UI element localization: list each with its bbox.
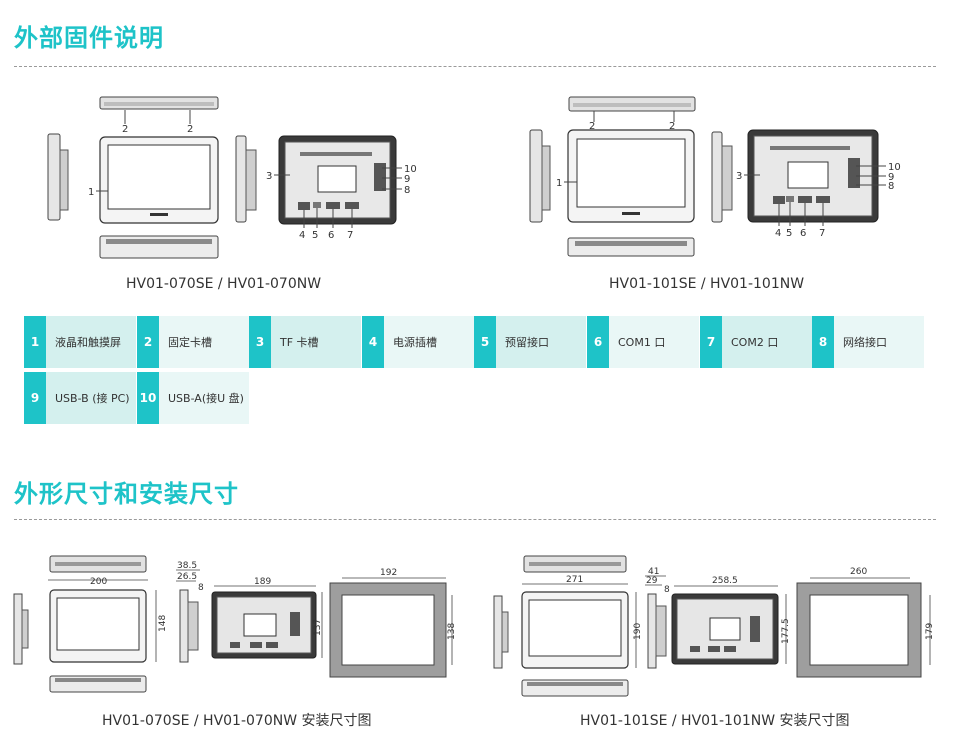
dim-101-rear-height: 177.5 [781, 618, 791, 644]
callout-9-b: 9 [888, 172, 894, 183]
dim-070-cutout-width: 192 [380, 568, 397, 578]
section-divider [14, 519, 936, 520]
dim-101-depth-body: 29 [646, 576, 658, 586]
callout-1-b: 1 [556, 178, 562, 189]
dim-070-width: 200 [90, 577, 107, 587]
dim-070-depth-body: 26.5 [177, 572, 197, 582]
legend-item-number: 3 [249, 316, 271, 368]
legend-item-number: 6 [587, 316, 609, 368]
callout-5-b: 5 [786, 228, 792, 239]
callout-8-b: 8 [888, 181, 894, 192]
legend-item-number: 10 [137, 372, 159, 424]
callout-6-b: 6 [800, 228, 806, 239]
callout-6: 6 [328, 230, 334, 241]
callout-7: 7 [347, 230, 353, 241]
dim-070-depth-total: 38.5 [177, 561, 197, 571]
dim-070-height: 148 [158, 615, 168, 632]
legend-item-number: 1 [24, 316, 46, 368]
callout-5: 5 [312, 230, 318, 241]
callout-2-b: 2 [187, 124, 193, 135]
callout-9: 9 [404, 174, 410, 185]
dim-070-rear-height: 137 [313, 619, 323, 636]
legend-item-label: TF 卡槽 [271, 316, 361, 368]
install-caption-101: HV01-101SE / HV01-101NW 安装尺寸图 [580, 713, 850, 729]
legend-item-number: 9 [24, 372, 46, 424]
dim-101-bezel: 8 [664, 585, 670, 595]
legend-item-label: 预留接口 [496, 316, 586, 368]
dim-101-cutout-height: 179 [925, 623, 935, 640]
legend-item-label: 网络接口 [834, 316, 924, 368]
legend-item-number: 5 [474, 316, 496, 368]
legend-item-label: COM2 口 [722, 316, 812, 368]
callout-3-b: 3 [736, 171, 742, 182]
dim-101-depth-total: 41 [648, 567, 659, 577]
callout-1: 1 [88, 187, 94, 198]
legend-item-label: COM1 口 [609, 316, 699, 368]
dim-070-rear-width: 189 [254, 577, 271, 587]
dim-101-width: 271 [566, 575, 583, 585]
callout-2-d: 2 [669, 121, 675, 132]
model-caption-070: HV01-070SE / HV01-070NW [126, 276, 322, 292]
dim-101-cutout-width: 260 [850, 567, 867, 577]
callout-4: 4 [299, 230, 305, 241]
install-caption-070: HV01-070SE / HV01-070NW 安装尺寸图 [102, 713, 372, 729]
callout-8: 8 [404, 185, 410, 196]
callout-7-b: 7 [819, 228, 825, 239]
model-caption-101: HV01-101SE / HV01-101NW [609, 276, 805, 292]
dim-101-height: 190 [633, 623, 643, 640]
callout-4-b: 4 [775, 228, 781, 239]
parts-diagram-101: 2 2 1 3 10 9 8 4 5 6 7 [529, 96, 901, 257]
legend-item-number: 8 [812, 316, 834, 368]
callout-2-c: 2 [589, 121, 595, 132]
parts-diagram-070: 2 2 1 3 10 9 8 4 5 6 7 [47, 96, 417, 259]
callout-10: 10 [404, 164, 417, 175]
legend-item-label: 电源插槽 [384, 316, 474, 368]
section-title-dimensions: 外形尺寸和安装尺寸 [14, 480, 239, 508]
legend-item-label: 固定卡槽 [159, 316, 249, 368]
callout-10-b: 10 [888, 162, 901, 173]
section-divider [14, 66, 936, 67]
callout-2-a: 2 [122, 124, 128, 135]
dim-070-bezel: 8 [198, 583, 204, 593]
legend-item-number: 4 [362, 316, 384, 368]
legend-item-label: USB-B (接 PC) [46, 372, 136, 424]
legend-item-number: 7 [700, 316, 722, 368]
dim-101-rear-width: 258.5 [712, 576, 738, 586]
callout-3: 3 [266, 171, 272, 182]
dim-070-cutout-height: 138 [447, 623, 457, 640]
legend-item-number: 2 [137, 316, 159, 368]
section-title-firmware: 外部固件说明 [14, 24, 164, 52]
legend-item-label: 液晶和触摸屏 [46, 316, 136, 368]
legend-item-label: USB-A(接U 盘) [159, 372, 249, 424]
